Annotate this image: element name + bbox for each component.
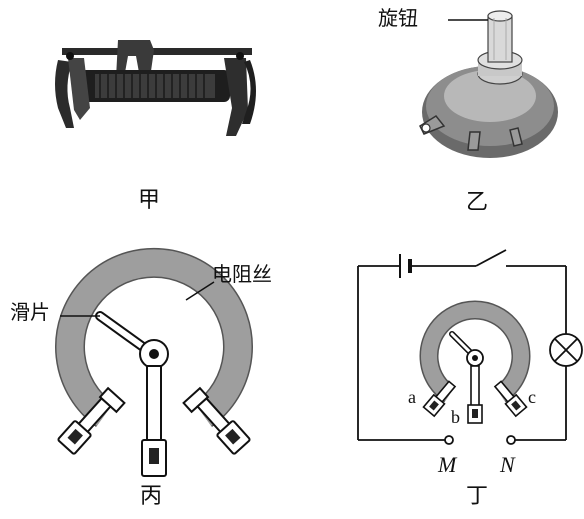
slider-label: 滑片 (10, 300, 50, 324)
knob-label: 旋钮 (378, 6, 418, 30)
terminal-c-label: c (528, 387, 536, 407)
node-m-label: M (438, 452, 457, 477)
circuit-diagram (357, 249, 583, 445)
caption-jia: 甲 (138, 188, 161, 213)
rotary-potentiometer-illustration (419, 10, 558, 158)
switch-blade (475, 249, 507, 267)
terminal-a-label: a (408, 387, 416, 407)
terminal-b-label: b (451, 407, 460, 427)
caption-ding: 丁 (466, 484, 489, 509)
small-potentiometer (419, 300, 531, 424)
resistance-wire-label: 电阻丝 (212, 262, 272, 286)
caption-bing: 丙 (140, 484, 163, 509)
caption-yi: 乙 (466, 190, 489, 215)
slide-rheostat-illustration (55, 40, 256, 136)
potentiometer-diagram (55, 247, 253, 477)
node-n-label: N (500, 452, 515, 477)
